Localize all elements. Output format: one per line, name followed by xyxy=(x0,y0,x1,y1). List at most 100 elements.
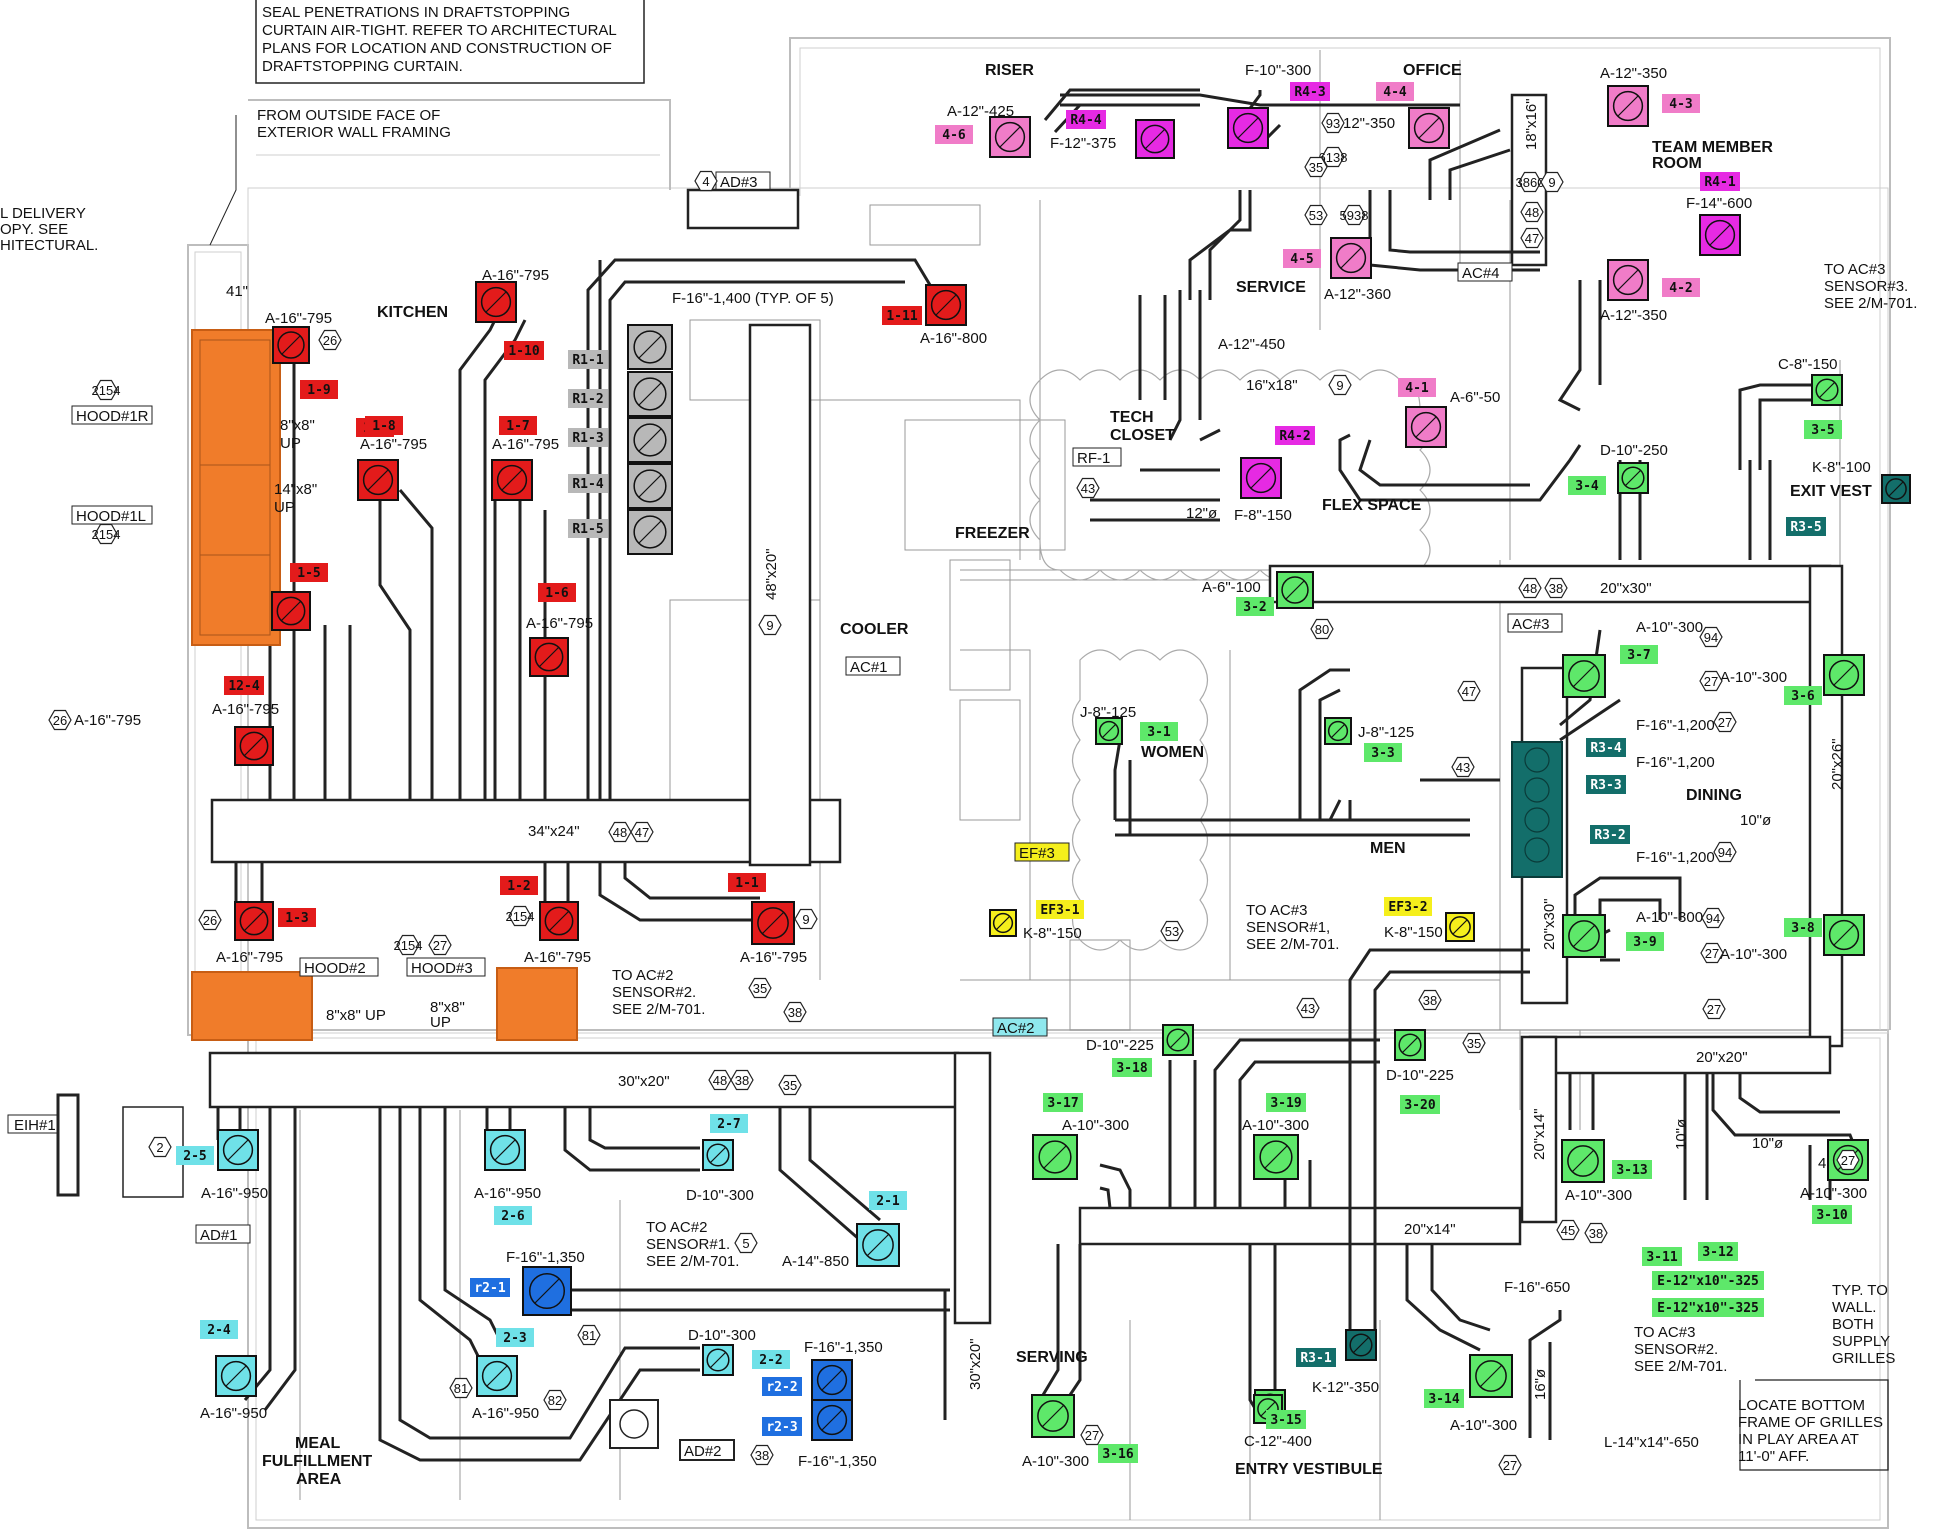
duct-48x20: 48"x20" xyxy=(763,548,780,600)
duct-20x20: 20"x20" xyxy=(1696,1049,1748,1066)
hex-text: 35 xyxy=(783,1078,797,1093)
tag-green-34: 3-6 xyxy=(1784,686,1822,705)
keynote-hex-24: 48 xyxy=(1520,201,1544,223)
hex-text: 35 xyxy=(1309,160,1323,175)
sensor-ac3-s2-2: SENSOR#2. xyxy=(1634,1341,1718,1358)
sensor-ac3-s3-3: SEE 2/M-701. xyxy=(1824,295,1917,312)
tag-text: R3-1 xyxy=(1300,1351,1331,1366)
tag-magenta-18: R4-3 xyxy=(1290,82,1330,101)
lbl-a16-795-9: A-16"-795 xyxy=(524,949,591,966)
tag-pink-25: 4-5 xyxy=(1283,249,1321,268)
tag-teal-51: R3-4 xyxy=(1586,738,1626,757)
room-women: WOMEN xyxy=(1141,744,1204,761)
sensor-ac3-s2-3: SEE 2/M-701. xyxy=(1634,1358,1727,1375)
side-note-1: L DELIVERY xyxy=(0,205,86,222)
hex-text: 38 xyxy=(788,1005,802,1020)
rf1-label: RF-1 xyxy=(1077,450,1110,467)
lbl-j8-125-1: J-8"-125 xyxy=(1080,704,1136,721)
ef3-label: EF#3 xyxy=(1019,845,1055,862)
room-team-member-2: ROOM xyxy=(1652,155,1702,172)
equipment-labels: HOOD#1R HOOD#1L HOOD#2 HOOD#3 AD#1 AD#2 … xyxy=(7,171,1563,1461)
lbl-d10-250: D-10"-250 xyxy=(1600,442,1668,459)
air-device-yellow-53 xyxy=(1445,912,1475,942)
dim-41: 41" xyxy=(226,283,248,300)
room-dining: DINING xyxy=(1686,787,1742,804)
keynote-hex-42: 80 xyxy=(1310,618,1334,640)
keynote-hex-50: 35 xyxy=(778,1074,802,1096)
hex-text: 2 xyxy=(156,1140,163,1155)
note-line-2: CURTAIN AIR-TIGHT. REFER TO ARCHITECTURA… xyxy=(262,22,617,39)
lbl-a16-950-2: A-16"-950 xyxy=(474,1185,541,1202)
sensor-ac2-s1-1: TO AC#2 xyxy=(646,1219,707,1236)
duct-18x16: 18"x16" xyxy=(1523,98,1540,150)
kitchen-hoods xyxy=(191,329,578,1041)
lbl-f16-1200-3: F-16"-1,200 xyxy=(1636,849,1715,866)
lbl-a16-950-3: A-16"-950 xyxy=(200,1405,267,1422)
keynote-hex-5: 26 xyxy=(198,909,222,931)
hood3-duct-up: UP xyxy=(430,1014,451,1031)
air-device-teal-39 xyxy=(1345,1329,1377,1361)
tag-text: EF3-2 xyxy=(1388,900,1427,915)
tag-blue-63: r2-2 xyxy=(762,1377,802,1396)
tag-teal-52: R3-3 xyxy=(1586,775,1626,794)
hood2-label: HOOD#2 xyxy=(304,960,366,977)
hex-text: 27 xyxy=(1705,946,1719,961)
air-devices xyxy=(215,85,1911,1441)
keynote-hex-39: 35 xyxy=(1462,1032,1486,1054)
air-device-pink-11 xyxy=(989,116,1031,158)
air-device-cyan-45 xyxy=(856,1223,900,1267)
air-device-pink-16 xyxy=(1405,406,1447,448)
hex-text: 27 xyxy=(1841,1153,1855,1168)
keynote-hex-33: 27 xyxy=(1713,711,1737,733)
tag-cyan-60: 2-4 xyxy=(200,1320,238,1339)
tag-green-28: 3-5 xyxy=(1804,420,1842,439)
keynote-hex-16: 38 xyxy=(783,1001,807,1023)
tag-pink-22: 4-6 xyxy=(935,125,973,144)
hex-text: 9 xyxy=(1336,378,1343,393)
hex-text: 26 xyxy=(323,333,337,348)
tag-green-33: 3-7 xyxy=(1620,645,1658,664)
lbl-a10-300-8: A-10"-300 xyxy=(1800,1185,1867,1202)
locate-note-2: FRAME OF GRILLES xyxy=(1738,1414,1883,1431)
tag-text: 3-4 xyxy=(1575,479,1599,494)
tag-text: r2-1 xyxy=(474,1281,505,1296)
air-device-cyan-44 xyxy=(702,1139,734,1171)
lbl-f16-1400: F-16"-1,400 (TYP. OF 5) xyxy=(672,290,834,307)
room-service: SERVICE xyxy=(1236,279,1306,296)
lbl-f16-1200-1: F-16"-1,200 xyxy=(1636,717,1715,734)
keynote-hex-15: 35 xyxy=(748,977,772,999)
lbl-a10-300-1: A-10"-300 xyxy=(1636,619,1703,636)
lbl-a14-850: A-14"-850 xyxy=(782,1253,849,1270)
hex-text: 81 xyxy=(582,1328,596,1343)
room-flex-space: FLEX SPACE xyxy=(1322,497,1422,514)
room-kitchen: KITCHEN xyxy=(377,304,448,321)
air-device-red-7 xyxy=(234,726,274,766)
hood-1 xyxy=(191,329,281,646)
hex-text: 45 xyxy=(1561,1223,1575,1238)
air-device-red-2 xyxy=(925,284,967,326)
tag-magenta-20: R4-2 xyxy=(1275,426,1315,445)
sensor-notes: TO AC#2 SENSOR#2. SEE 2/M-701. TO AC#2 S… xyxy=(612,261,1917,1375)
lbl-f16-650: F-16"-650 xyxy=(1504,1279,1570,1296)
air-device-green-32 xyxy=(1032,1134,1078,1180)
air-device-gray-58 xyxy=(627,509,673,555)
exterior-note-2: EXTERIOR WALL FRAMING xyxy=(257,124,451,141)
duct-10-round-v: 10"ø xyxy=(1673,1119,1690,1150)
tag-text: 3-12 xyxy=(1702,1245,1733,1260)
tag-text: R3-3 xyxy=(1590,778,1621,793)
hex-text: 2154 xyxy=(506,909,535,924)
lbl-a12-350-2: A-12"-350 xyxy=(1600,307,1667,324)
air-device-green-21 xyxy=(1811,374,1843,406)
ad3-label: AD#3 xyxy=(720,174,758,191)
tag-teal-54: R3-1 xyxy=(1296,1348,1336,1367)
tag-text: 3-2 xyxy=(1243,600,1266,615)
keynote-hex-28: 38 xyxy=(1544,577,1568,599)
lbl-a16-795-6: A-16"-795 xyxy=(74,712,141,729)
keynote-hex-48: 82 xyxy=(543,1389,567,1411)
typ-note-1: TYP. TO xyxy=(1832,1282,1888,1299)
note-text: SEAL PENETRATIONS IN DRAFTSTOPPING CURTA… xyxy=(0,4,1895,1465)
lbl-a16-795-10: A-16"-795 xyxy=(740,949,807,966)
room-closet: CLOSET xyxy=(1110,427,1175,444)
hood2-duct: 8"x8" UP xyxy=(326,1007,386,1024)
